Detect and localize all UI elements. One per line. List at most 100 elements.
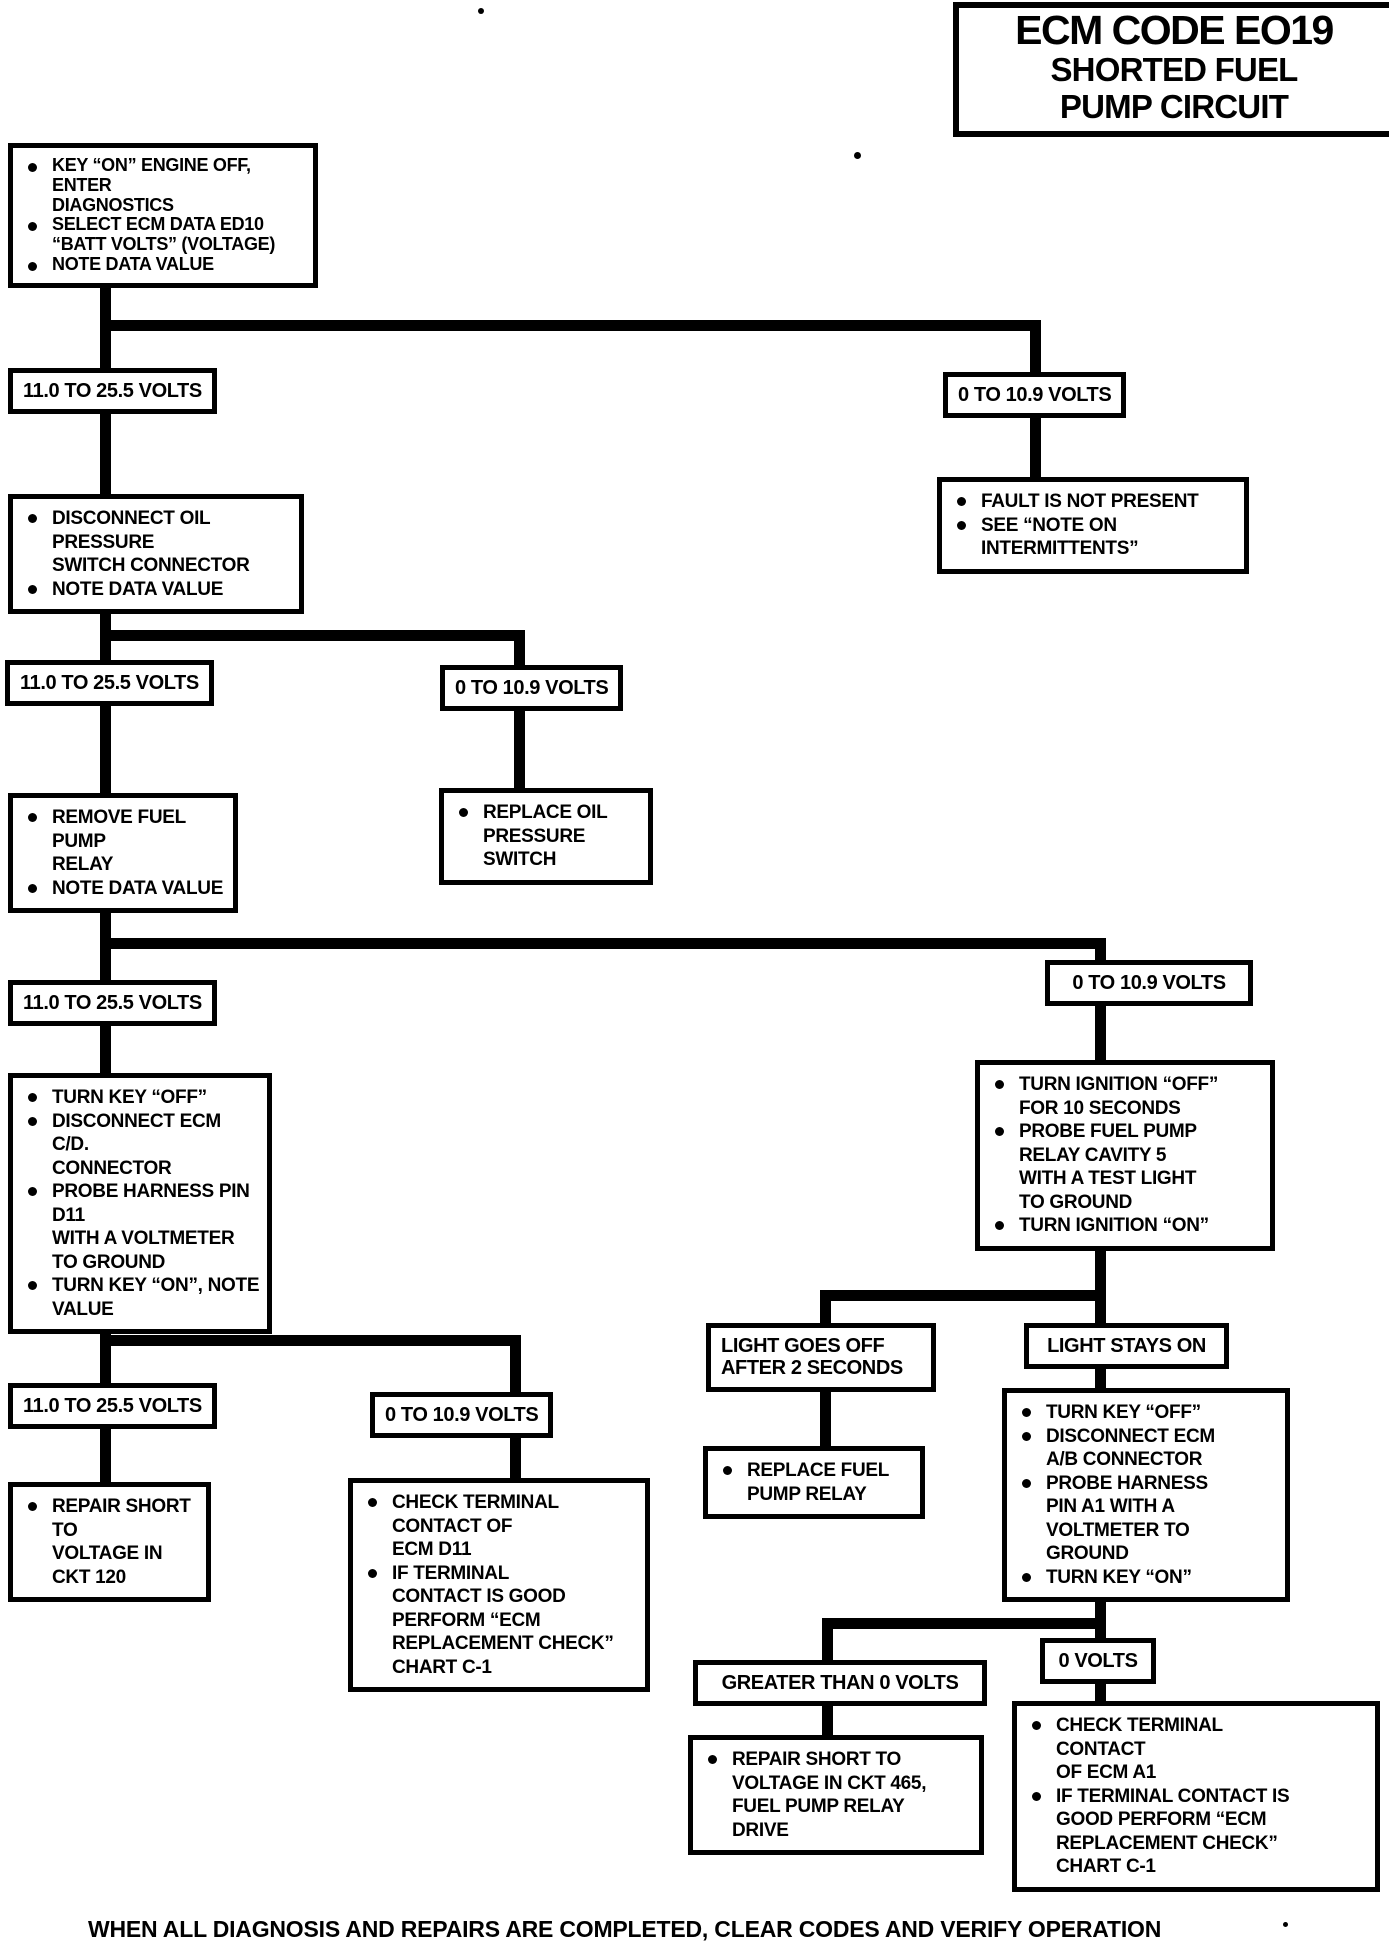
branch-0-volts: 0 VOLTS	[1040, 1638, 1156, 1685]
chart-title-line2: SHORTED FUEL	[1050, 51, 1298, 89]
bullet-icon	[995, 1221, 1004, 1231]
bullet-item: DISCONNECT ECM A/B CONNECTOR	[1011, 1425, 1279, 1472]
bullet-item: TURN KEY “ON”	[1011, 1566, 1279, 1590]
bullet-icon	[368, 1568, 377, 1578]
bullet-text: IF TERMINAL CONTACT IS GOOD PERFORM “ECM…	[392, 1562, 614, 1678]
bullet-item: REMOVE FUEL PUMP RELAY	[17, 806, 227, 877]
bullet-text: SEE “NOTE ON INTERMITTENTS”	[981, 514, 1139, 560]
bullet-item: PROBE HARNESS PIN D11 WITH A VOLTMETER T…	[17, 1180, 261, 1274]
bullet-item: SEE “NOTE ON INTERMITTENTS”	[946, 514, 1238, 561]
bullet-icon	[957, 497, 966, 506]
branch-volts-0-10-b: 0 TO 10.9 VOLTS	[440, 665, 624, 712]
bullet-text: REPAIR SHORT TO VOLTAGE IN CKT 465, FUEL…	[732, 1749, 927, 1841]
bullet-icon	[995, 1127, 1004, 1137]
bullet-text: TURN IGNITION “OFF” FOR 10 SECONDS	[1019, 1074, 1219, 1119]
bullet-item: TURN KEY “ON”, NOTE VALUE	[17, 1274, 261, 1321]
bullet-item: FAULT IS NOT PRESENT	[946, 490, 1238, 514]
branch-volts-0-10-a: 0 TO 10.9 VOLTS	[943, 372, 1127, 419]
branch-volts-11-25-d: 11.0 TO 25.5 VOLTS	[8, 1383, 217, 1430]
connector-line	[100, 404, 111, 500]
connector-line	[100, 1018, 111, 1080]
bullet-icon	[28, 584, 37, 594]
connector-line	[1095, 998, 1106, 1066]
bullet-text: TURN KEY “OFF”	[1046, 1402, 1201, 1423]
node-probe-pin-a1: TURN KEY “OFF” DISCONNECT ECM A/B CONNEC…	[1002, 1388, 1290, 1603]
scan-artifact-dot	[1283, 1922, 1288, 1927]
bullet-icon	[1032, 1721, 1041, 1730]
bullet-text: PROBE HARNESS PIN D11 WITH A VOLTMETER T…	[52, 1181, 250, 1273]
bullet-text: DISCONNECT ECM A/B CONNECTOR	[1046, 1425, 1215, 1471]
bullet-icon	[28, 1187, 37, 1197]
connector-line	[1030, 320, 1041, 378]
bullet-icon	[28, 813, 37, 822]
bullet-text: DISCONNECT ECM C/D. CONNECTOR	[52, 1110, 221, 1179]
branch-light-stays-on: LIGHT STAYS ON	[1024, 1323, 1229, 1370]
connector-line	[820, 1290, 1106, 1301]
bullet-icon	[1022, 1431, 1031, 1441]
bullet-text: REPAIR SHORT TO VOLTAGE IN CKT 120	[52, 1496, 191, 1588]
bullet-icon	[28, 163, 37, 172]
connector-line	[100, 886, 111, 990]
bullet-icon	[28, 1281, 37, 1291]
connector-line	[1095, 1566, 1106, 1644]
connector-line	[1030, 412, 1041, 482]
connector-line	[514, 630, 525, 672]
bullet-text: TURN KEY “ON”	[1046, 1566, 1192, 1588]
node-replace-oil-pressure-switch: REPLACE OIL PRESSURE SWITCH	[439, 788, 653, 885]
chart-title: ECM CODE EO19 SHORTED FUEL PUMP CIRCUIT	[953, 2, 1389, 137]
bullet-item: TURN IGNITION “ON”	[984, 1214, 1264, 1238]
bullet-icon	[723, 1466, 732, 1475]
bullet-item: KEY “ON” ENGINE OFF, ENTER DIAGNOSTICS	[17, 155, 307, 215]
connector-line	[100, 938, 1106, 949]
connector-line	[100, 1335, 521, 1346]
branch-volts-0-10-d: 0 TO 10.9 VOLTS	[370, 1392, 554, 1439]
bullet-text: SELECT ECM DATA ED10 “BATT VOLTS” (VOLTA…	[52, 214, 276, 255]
bullet-item: IF TERMINAL CONTACT IS GOOD PERFORM “ECM…	[1021, 1785, 1369, 1879]
bullet-icon	[28, 1116, 37, 1126]
bullet-text: KEY “ON” ENGINE OFF, ENTER DIAGNOSTICS	[52, 155, 251, 215]
bullet-icon	[1022, 1478, 1031, 1488]
bullet-text: REPLACE FUEL PUMP RELAY	[747, 1460, 890, 1505]
bullet-item: REPAIR SHORT TO VOLTAGE IN CKT 120	[17, 1495, 200, 1589]
connector-line	[820, 1392, 831, 1452]
bullet-icon	[28, 261, 37, 271]
connector-line	[100, 1422, 111, 1488]
bullet-item: CHECK TERMINAL CONTACT OF ECM A1	[1021, 1714, 1369, 1785]
scan-artifact-dot	[854, 152, 861, 159]
connector-line	[100, 576, 111, 668]
bullet-icon	[368, 1498, 377, 1507]
branch-greater-than-0-volts: GREATER THAN 0 VOLTS	[693, 1660, 987, 1707]
footer-note: WHEN ALL DIAGNOSIS AND REPAIRS ARE COMPL…	[88, 1916, 1162, 1942]
bullet-text: REMOVE FUEL PUMP RELAY	[52, 807, 186, 876]
bullet-icon	[28, 222, 37, 232]
bullet-text: NOTE DATA VALUE	[52, 578, 224, 600]
bullet-text: TURN IGNITION “ON”	[1019, 1215, 1209, 1237]
bullet-text: PROBE HARNESS PIN A1 WITH A VOLTMETER TO…	[1046, 1472, 1208, 1565]
bullet-item: REPLACE OIL PRESSURE SWITCH	[448, 801, 642, 872]
bullet-item: TURN IGNITION “OFF” FOR 10 SECONDS	[984, 1073, 1264, 1120]
node-start: KEY “ON” ENGINE OFF, ENTER DIAGNOSTICS S…	[8, 143, 318, 288]
chart-title-line1: ECM CODE EO19	[1015, 7, 1334, 53]
bullet-item: REPLACE FUEL PUMP RELAY	[712, 1459, 914, 1506]
bullet-text: IF TERMINAL CONTACT IS GOOD PERFORM “ECM…	[1056, 1785, 1290, 1878]
node-replace-fuel-pump-relay: REPLACE FUEL PUMP RELAY	[703, 1446, 925, 1520]
bullet-text: NOTE DATA VALUE	[52, 877, 224, 899]
connector-line	[1095, 1362, 1106, 1394]
bullet-text: PROBE FUEL PUMP RELAY CAVITY 5 WITH A TE…	[1019, 1121, 1197, 1213]
connector-line	[100, 236, 111, 374]
connector-line	[100, 320, 1041, 331]
bullet-item: REPAIR SHORT TO VOLTAGE IN CKT 465, FUEL…	[697, 1748, 973, 1842]
bullet-text: REPLACE OIL PRESSURE SWITCH	[483, 802, 608, 871]
connector-line	[510, 1430, 521, 1485]
bullet-item: DISCONNECT OIL PRESSURE SWITCH CONNECTOR	[17, 507, 293, 578]
bullet-icon	[957, 520, 966, 530]
bullet-text: TURN KEY “OFF”	[52, 1087, 207, 1108]
connector-line	[820, 1290, 831, 1330]
connector-line	[514, 702, 525, 794]
bullet-item: SELECT ECM DATA ED10 “BATT VOLTS” (VOLTA…	[17, 215, 307, 255]
bullet-item: TURN KEY “OFF”	[1011, 1401, 1279, 1425]
branch-volts-11-25-a: 11.0 TO 25.5 VOLTS	[8, 368, 217, 415]
connector-line	[822, 1618, 833, 1666]
bullet-item: NOTE DATA VALUE	[17, 578, 293, 602]
